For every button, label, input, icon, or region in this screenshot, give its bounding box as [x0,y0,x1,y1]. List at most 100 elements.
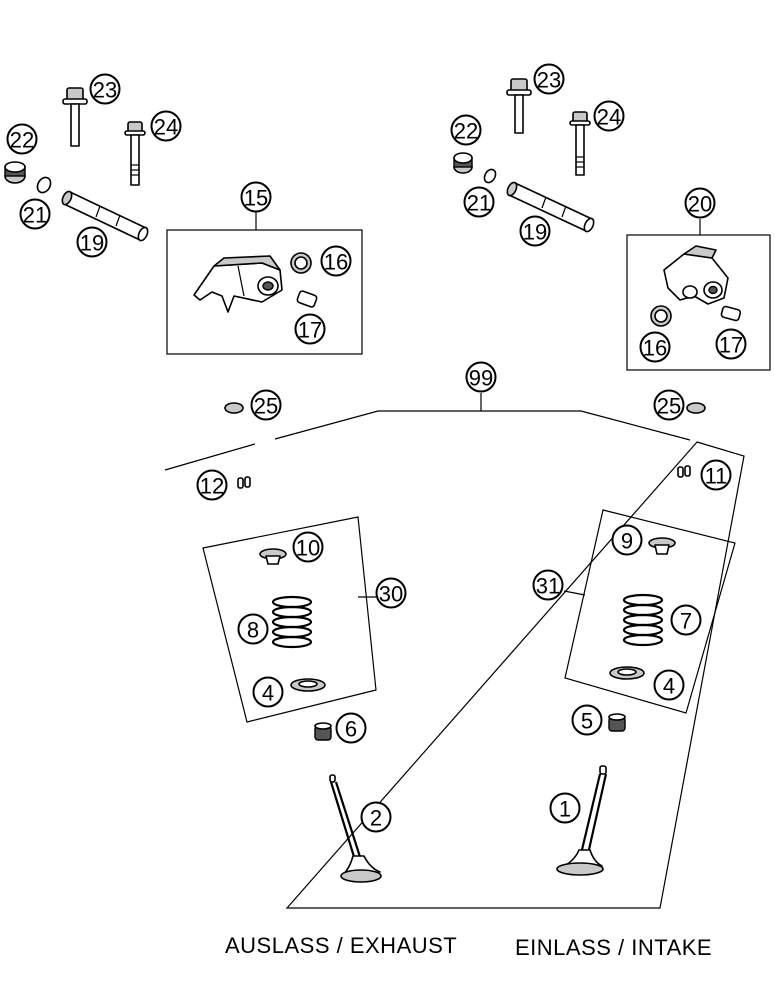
callout-10[interactable]: 10 [292,531,324,563]
valve-stem-seal-6 [314,722,332,741]
callout-23-left-label: 23 [93,78,117,103]
exhaust-valve-2 [329,774,382,883]
callout-17-exhaust[interactable]: 17 [294,313,326,345]
callout-19-left[interactable]: 19 [76,226,108,258]
valve-stem-seal-5 [608,713,626,732]
callout-4-exhaust[interactable]: 4 [252,676,284,708]
callout-10-label: 10 [296,536,320,561]
callout-24-left[interactable]: 24 [150,110,182,142]
rocker-shaft-19-left [61,190,149,242]
spring-seat-4-intake [609,666,645,680]
spring-retainer-9 [648,537,676,555]
callout-12-label: 12 [200,474,224,499]
callout-16-intake-label: 16 [643,336,667,361]
bearing-16-exhaust [290,252,312,274]
callout-6-label: 6 [345,717,357,742]
callout-8[interactable]: 8 [237,613,269,645]
callout-30[interactable]: 30 [375,577,407,609]
pin-17-exhaust [296,290,318,308]
callout-15[interactable]: 15 [240,181,272,213]
bolt-23-right [506,78,532,134]
callout-25-right-label: 25 [657,394,681,419]
rocker-arm-15 [193,255,283,313]
callout-24-left-label: 24 [154,115,178,140]
callout-4-intake[interactable]: 4 [653,669,685,701]
callout-25-right[interactable]: 25 [653,389,685,421]
assembly-20-frame [626,234,771,371]
bolt-24-right [569,111,591,176]
callout-99-label: 99 [469,366,493,391]
callout-23-right[interactable]: 23 [533,63,565,95]
callout-21-left-label: 21 [23,203,47,228]
callout-19-left-label: 19 [80,231,104,256]
valve-spring-8 [271,595,313,649]
leader-31 [563,590,586,596]
callout-5-label: 5 [581,709,593,734]
callout-1[interactable]: 1 [549,792,581,824]
callout-16-intake[interactable]: 16 [639,331,671,363]
callout-22-left-label: 22 [10,128,34,153]
callout-19-right[interactable]: 19 [519,215,551,247]
callout-5[interactable]: 5 [571,704,603,736]
callout-99[interactable]: 99 [465,361,497,393]
callout-23-left[interactable]: 23 [89,73,121,105]
callout-19-right-label: 19 [523,220,547,245]
callout-2[interactable]: 2 [360,801,392,833]
spring-retainer-10 [259,548,287,565]
callout-21-left[interactable]: 21 [19,198,51,230]
spring-seat-4-exhaust [290,678,326,692]
intake-caption: EINLASS / INTAKE [515,935,713,960]
plug-22-left [4,161,26,184]
callout-1-label: 1 [559,797,571,822]
callout-2-label: 2 [370,806,382,831]
callout-24-right[interactable]: 24 [593,100,625,132]
callout-21-right[interactable]: 21 [463,186,495,218]
assembly-99-frame [164,410,745,909]
callout-11-label: 11 [705,464,728,489]
callout-22-left[interactable]: 22 [6,123,38,155]
callout-11[interactable]: 11 [700,459,732,491]
assembly-30-frame [202,516,377,723]
callout-16-exhaust-label: 16 [324,250,348,275]
callout-12[interactable]: 12 [196,469,228,501]
rocker-shaft-19-right [506,181,595,233]
bolt-23-left [62,87,88,147]
callout-25-left-label: 25 [254,394,278,419]
callout-8-label: 8 [247,618,259,643]
callout-15-label: 15 [244,186,268,211]
callout-23-right-label: 23 [537,68,561,93]
intake-valve-1 [556,765,608,876]
callout-20[interactable]: 20 [684,187,716,219]
callout-7-label: 7 [680,609,692,634]
callout-30-label: 30 [379,582,403,607]
callout-7[interactable]: 7 [670,604,702,636]
callout-31[interactable]: 31 [532,569,564,601]
o-ring-21-left [36,176,52,194]
exhaust-caption: AUSLASS / EXHAUST [225,933,458,958]
assembly-31-frame [564,509,736,714]
callout-4-intake-label: 4 [663,674,675,699]
shim-25-right [686,402,706,414]
plug-22-right [453,152,473,174]
callout-25-left[interactable]: 25 [250,389,282,421]
callout-17-intake-label: 17 [719,333,743,358]
bearing-16-intake [650,305,672,327]
callout-16-exhaust[interactable]: 16 [320,245,352,277]
valve-spring-7 [622,593,664,647]
callout-17-intake[interactable]: 17 [715,328,747,360]
assembly-15-frame [166,229,363,355]
bolt-24-left [124,121,146,186]
callout-9-label: 9 [621,529,633,554]
callout-6[interactable]: 6 [335,712,367,744]
o-ring-21-right [483,168,497,184]
callout-4-exhaust-label: 4 [262,681,274,706]
callout-20-label: 20 [688,192,712,217]
callout-22-right[interactable]: 22 [450,114,482,146]
callout-17-exhaust-label: 17 [298,318,322,343]
shim-25-left [224,402,244,414]
callout-24-right-label: 24 [597,105,621,130]
pin-17-intake [720,305,742,322]
callout-9[interactable]: 9 [611,524,643,556]
valve-keys-11 [677,465,691,478]
